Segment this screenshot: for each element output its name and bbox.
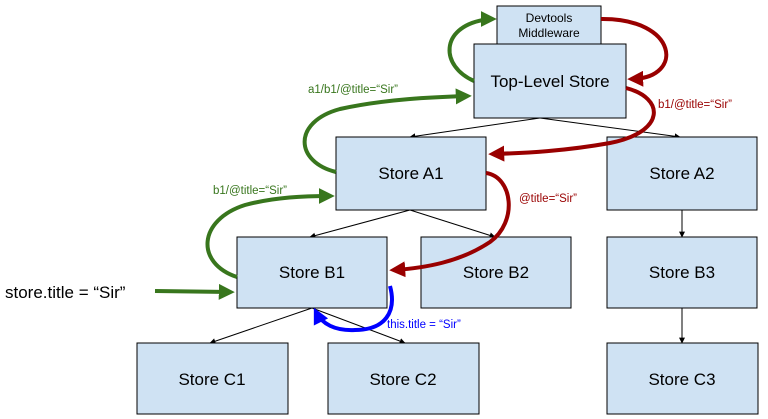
node-store-b1: Store B1 [236, 236, 388, 309]
green-arrow-a1-to-top [302, 88, 472, 174]
label-b1-title-green: b1/@title=“Sir” [213, 185, 287, 197]
node-store-a2: Store A2 [606, 136, 758, 211]
store-b3-label: Store B3 [649, 263, 715, 282]
store-c3-label: Store C3 [648, 370, 715, 389]
edge-top-to-a1 [409, 117, 541, 140]
red-arrow-top-to-a1 [488, 86, 656, 162]
green-arrow-b1-to-a1 [205, 188, 335, 279]
store-c1-label: Store C1 [178, 370, 245, 389]
edge-a1-to-b1 [309, 209, 411, 239]
blue-arrow-self-set [313, 285, 394, 333]
store-a2-label: Store A2 [649, 164, 714, 183]
node-devtools-middleware: Devtools Middleware [496, 5, 602, 45]
green-arrow-top-to-devtools [447, 11, 497, 83]
red-arrow-a1-to-b1 [389, 171, 511, 278]
devtools-label-line1: Devtools [526, 11, 573, 25]
node-store-c2: Store C2 [327, 342, 480, 415]
label-store-title: store.title = “Sir” [5, 283, 126, 302]
label-a1-b1-title: a1/b1/@title=“Sir” [308, 84, 398, 96]
node-store-b3: Store B3 [606, 236, 758, 309]
edge-top-to-a2 [539, 117, 681, 140]
node-store-c3: Store C3 [606, 342, 759, 415]
label-b1-title-red: b1/@title=“Sir” [658, 99, 732, 111]
node-store-c1: Store C1 [136, 342, 289, 415]
devtools-label-line2: Middleware [518, 26, 580, 40]
edge-a1-to-b2 [409, 209, 496, 239]
green-arrow-store-input [154, 283, 235, 300]
node-top-level-store: Top-Level Store [473, 43, 627, 119]
store-b2-label: Store B2 [463, 263, 529, 282]
label-title-red: @title=“Sir” [519, 193, 577, 205]
edge-b1-to-c1 [209, 307, 313, 345]
store-c2-label: Store C2 [369, 370, 436, 389]
node-store-b2: Store B2 [420, 236, 572, 309]
store-a1-label: Store A1 [378, 164, 443, 183]
label-this-title: this.title = “Sir” [387, 319, 461, 331]
store-b1-label: Store B1 [279, 263, 345, 282]
top-level-store-label: Top-Level Store [490, 72, 609, 91]
red-arrow-devtools-to-top [600, 16, 669, 87]
node-store-a1: Store A1 [335, 136, 487, 211]
